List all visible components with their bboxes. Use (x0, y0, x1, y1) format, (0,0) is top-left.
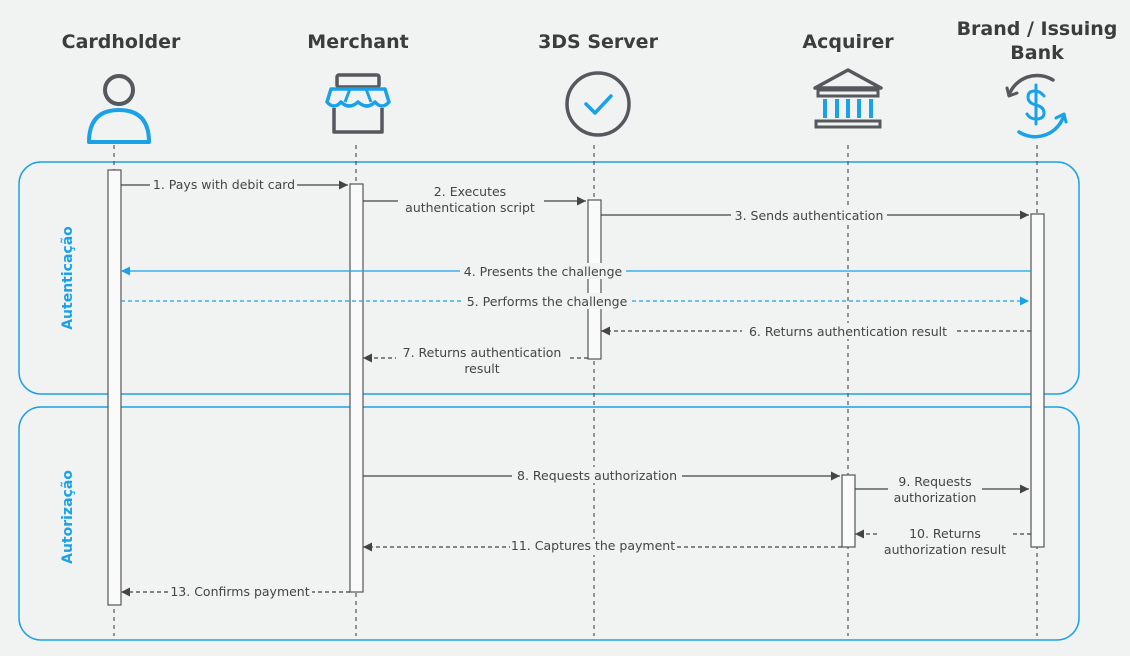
check-circle-icon (565, 71, 631, 137)
message-label-1: 1. Pays with debit card (153, 177, 295, 192)
actor-label-3ds-server: 3DS Server (538, 31, 659, 53)
message-label-2: 2. Executes (434, 184, 506, 199)
phase-label-authentication: Autenticação (60, 226, 76, 330)
activation-cardholder (107, 169, 122, 606)
message-label-2b: authentication script (405, 200, 535, 215)
phase-frame-authorization (18, 406, 1080, 641)
message-label-4: 4. Presents the challenge (464, 264, 623, 279)
message-label-10b: authorization result (884, 542, 1006, 557)
activation-acquirer (841, 474, 856, 548)
message-label-10: 10. Returns (909, 526, 981, 541)
actor-label-cardholder: Cardholder (62, 31, 181, 53)
message-label-3: 3. Sends authentication (735, 208, 884, 223)
activation-merchant (349, 183, 364, 593)
phase-frame-authentication (18, 161, 1080, 395)
message-labels: 1. Pays with debit card 2. Executes auth… (150, 176, 1012, 600)
message-label-11: 11. Captures the payment (511, 538, 675, 553)
phase-label-authorization: Autorização (60, 470, 76, 564)
message-label-7: 7. Returns authentication (403, 345, 562, 360)
dollar-exchange-icon (1005, 73, 1068, 139)
message-label-7b: result (464, 361, 499, 376)
message-label-8: 8. Requests authorization (517, 468, 677, 483)
person-icon (87, 74, 151, 144)
activation-bars (107, 169, 1045, 606)
actor-label-brand-issuing: Brand / Issuing (957, 18, 1118, 40)
message-label-9b: authorization (894, 490, 977, 505)
message-label-6: 6. Returns authentication result (749, 324, 947, 339)
store-icon (325, 73, 391, 134)
actor-label-bank: Bank (1010, 42, 1064, 64)
lifelines (113, 145, 1038, 636)
activation-issuing-bank (1030, 213, 1045, 548)
actor-label-merchant: Merchant (307, 31, 408, 53)
activation-3ds-server (587, 199, 602, 360)
message-label-13: 13. Confirms payment (170, 584, 309, 599)
message-label-9: 9. Requests (898, 474, 971, 489)
bank-icon (813, 68, 883, 129)
actor-label-acquirer: Acquirer (802, 31, 894, 53)
message-label-5: 5. Performs the challenge (467, 294, 628, 309)
